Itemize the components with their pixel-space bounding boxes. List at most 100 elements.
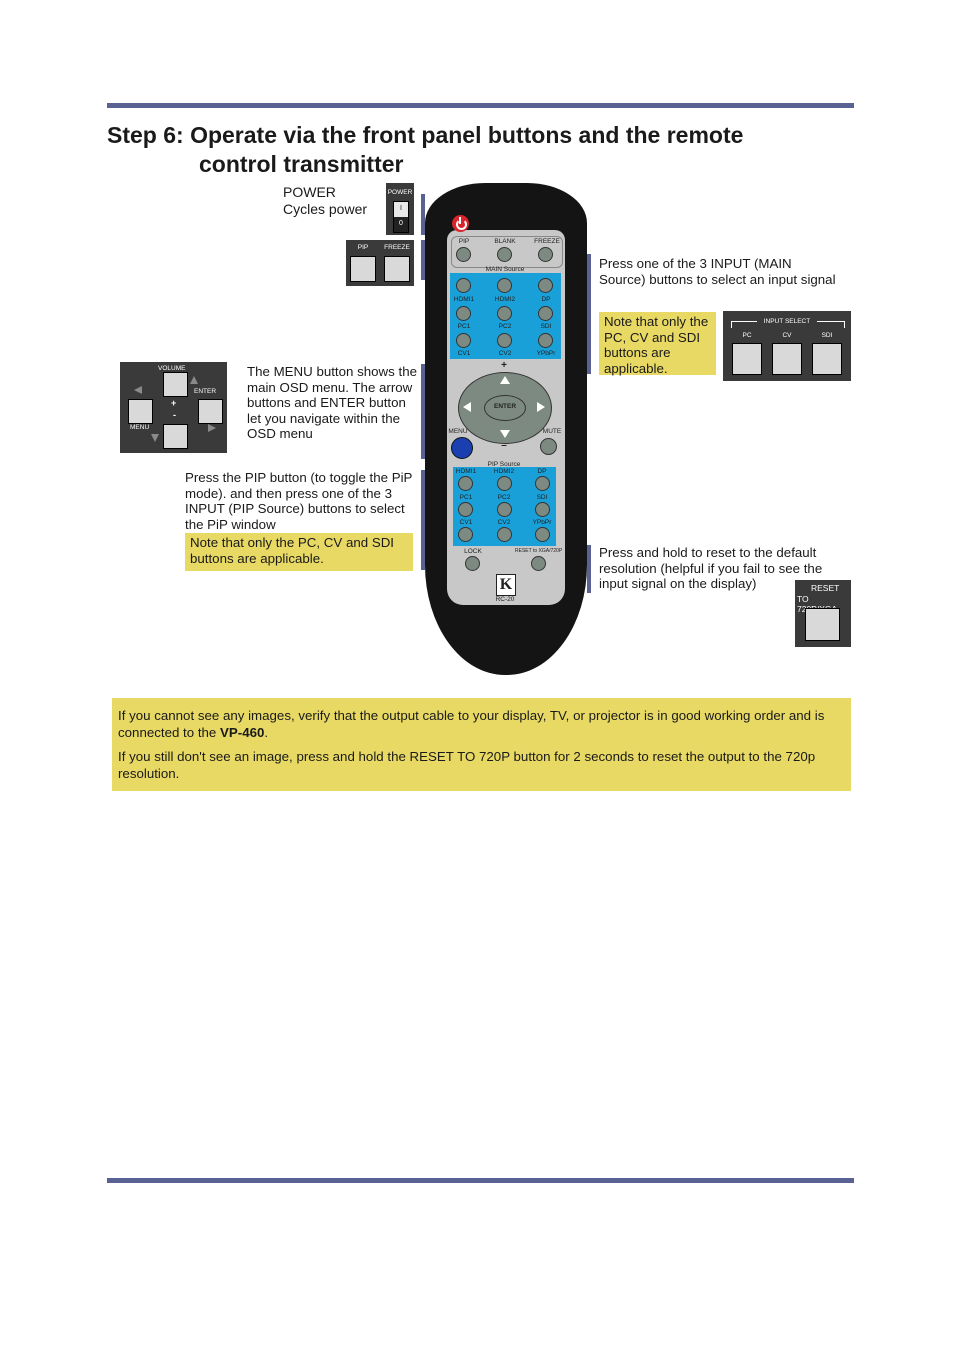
remote-blank-label: BLANK	[494, 238, 516, 245]
pip-hdmi2-label: HDMI2	[493, 468, 515, 475]
pip-note: Note that only the PC, CV and SDI button…	[185, 533, 413, 571]
reset-panel: RESET TO 720P/XGA	[795, 580, 851, 647]
main-hdmi2-label: HDMI2	[494, 296, 516, 303]
reset-bracket	[587, 545, 591, 593]
input-select-cv-label: CV	[782, 332, 792, 339]
bottom-rule	[107, 1178, 854, 1183]
nav-right-icon[interactable]	[537, 402, 545, 412]
pip-dp-label: DP	[537, 468, 547, 475]
arrow-right-icon	[208, 424, 216, 432]
main-hdmi2-button[interactable]	[497, 278, 512, 293]
volume-down-button[interactable]	[163, 424, 188, 449]
pip-bracket	[421, 470, 425, 570]
pip-hdmi2-button[interactable]	[497, 476, 512, 491]
power-on-mark: I	[400, 205, 402, 212]
right-panel-button[interactable]	[198, 399, 223, 424]
pip-hdmi1-button[interactable]	[458, 476, 473, 491]
pip-ypbpr-button[interactable]	[535, 527, 550, 542]
input-select-panel: INPUT SELECT PC CV SDI	[723, 311, 851, 381]
nav-down-icon[interactable]	[500, 430, 510, 438]
info-paragraph-1: If you cannot see any images, verify tha…	[118, 708, 825, 740]
menu-label: MENU	[130, 424, 150, 431]
power-switch-panel: POWER I 0	[386, 183, 414, 235]
volume-minus-label: -	[173, 410, 176, 420]
input-main-bracket	[587, 254, 591, 374]
pip-pc2-label: PC2	[497, 494, 511, 501]
pip-cv1-button[interactable]	[458, 527, 473, 542]
input-select-sdi-button[interactable]	[812, 343, 842, 375]
remote-menu-label: MENU	[448, 428, 468, 435]
remote-menu-button[interactable]	[451, 437, 473, 459]
kramer-logo: K	[496, 574, 516, 596]
pip-cv2-button[interactable]	[497, 527, 512, 542]
main-cv2-button[interactable]	[497, 333, 512, 348]
arrow-up-icon	[190, 376, 198, 384]
input-main-callout: Press one of the 3 INPUT (MAIN Source) b…	[599, 256, 836, 287]
main-dp-label: DP	[541, 296, 551, 303]
main-hdmi1-button[interactable]	[456, 278, 471, 293]
main-sdi-button[interactable]	[538, 306, 553, 321]
power-bracket	[421, 194, 425, 235]
freeze-panel-label: FREEZE	[384, 244, 410, 251]
left-panel-button[interactable]	[128, 399, 153, 424]
power-button-icon[interactable]	[452, 215, 469, 232]
main-cv1-button[interactable]	[456, 333, 471, 348]
pip-dp-button[interactable]	[535, 476, 550, 491]
enter-label: ENTER	[194, 388, 217, 395]
pip-pc2-button[interactable]	[497, 502, 512, 517]
reset-panel-button[interactable]	[805, 608, 840, 641]
remote-freeze-button[interactable]	[538, 247, 553, 262]
kramer-logo-text: K	[499, 576, 513, 593]
enter-button[interactable]	[484, 395, 526, 421]
pip-pc1-button[interactable]	[458, 502, 473, 517]
pip-cv1-label: CV1	[459, 519, 473, 526]
power-callout-title: POWER	[283, 184, 336, 200]
remote-lock-label: LOCK	[464, 548, 482, 555]
nav-left-icon[interactable]	[463, 402, 471, 412]
remote-minus-label: –	[501, 440, 507, 451]
menu-callout: The MENU button shows the main OSD menu.…	[247, 364, 417, 442]
pip-panel-button[interactable]	[350, 256, 376, 282]
arrow-down-icon	[151, 434, 159, 442]
remote-top-row	[451, 236, 563, 268]
power-off-mark: 0	[399, 220, 403, 227]
freeze-panel-button[interactable]	[384, 256, 410, 282]
arrow-left-icon	[134, 386, 142, 394]
remote-lock-button[interactable]	[465, 556, 480, 571]
pip-hdmi1-label: HDMI1	[455, 468, 477, 475]
main-ypbpr-button[interactable]	[538, 333, 553, 348]
input-select-cv-button[interactable]	[772, 343, 802, 375]
main-cv1-label: CV1	[457, 350, 471, 357]
pip-sdi-button[interactable]	[535, 502, 550, 517]
remote-blank-button[interactable]	[497, 247, 512, 262]
reset-callout: Press and hold to reset to the default r…	[599, 545, 823, 592]
remote-plus-label: +	[501, 360, 507, 371]
top-rule	[107, 103, 854, 108]
main-dp-button[interactable]	[538, 278, 553, 293]
main-pc2-button[interactable]	[497, 306, 512, 321]
power-callout-desc: Cycles power	[283, 201, 368, 217]
pip-callout: Press the PIP button (to toggle the PiP …	[185, 470, 413, 532]
pip-panel-label: PIP	[357, 244, 369, 251]
power-callout: POWER Cycles power	[283, 184, 367, 218]
pip-source-label: PIP Source	[487, 461, 521, 468]
remote-reset-button[interactable]	[531, 556, 546, 571]
power-rocker-switch[interactable]: I 0	[393, 201, 409, 233]
input-select-pc-button[interactable]	[732, 343, 762, 375]
volume-label: VOLUME	[158, 365, 186, 372]
main-source-label: MAIN Source	[485, 266, 525, 273]
remote-pip-button[interactable]	[456, 247, 471, 262]
volume-up-button[interactable]	[163, 372, 188, 397]
main-cv2-label: CV2	[498, 350, 512, 357]
pip-sdi-label: SDI	[536, 494, 548, 501]
remote-mute-button[interactable]	[540, 438, 557, 455]
main-pc1-label: PC1	[457, 323, 471, 330]
remote-pip-label: PIP	[458, 238, 470, 245]
info-paragraph-2: If you still don't see an image, press a…	[118, 749, 816, 782]
main-pc1-button[interactable]	[456, 306, 471, 321]
nav-up-icon[interactable]	[500, 376, 510, 384]
reset-panel-line1: RESET	[811, 583, 840, 593]
input-select-pc-label: PC	[742, 332, 752, 339]
title-line-2: control transmitter	[199, 151, 404, 177]
main-hdmi1-label: HDMI1	[453, 296, 475, 303]
